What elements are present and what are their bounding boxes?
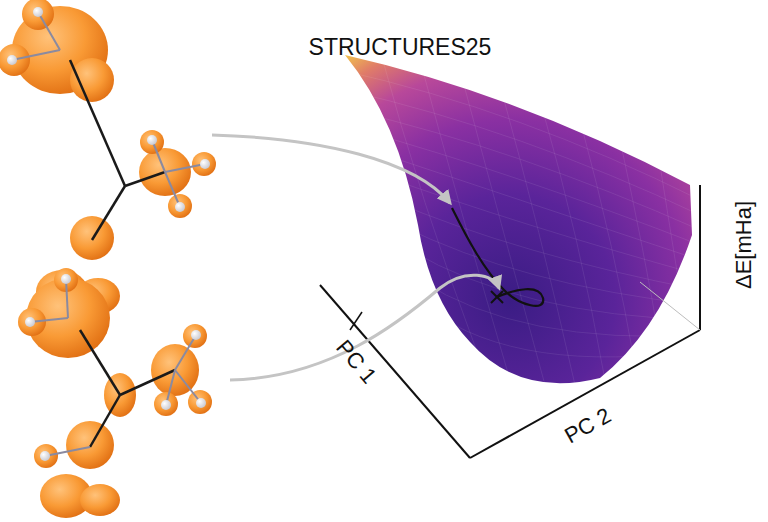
surface-mesh: [340, 50, 700, 385]
energy-surface: [345, 55, 692, 383]
axis-label: PC 2: [561, 404, 616, 449]
axis-line: [699, 185, 701, 330]
axis-line: [640, 282, 700, 330]
pointer-arrow: [212, 135, 450, 203]
title: STRUCTURES25: [309, 35, 492, 60]
axis-line: [470, 330, 700, 458]
axis-label: PC 1: [331, 335, 381, 388]
molecule-initial: [0, 0, 216, 314]
axis-tick: [350, 312, 362, 330]
axis-line: [320, 285, 470, 458]
optimization-path: [452, 208, 543, 306]
molecule-optimized: [18, 268, 212, 518]
minimum-marker: [491, 291, 503, 303]
axis-label: ΔE[mHa]: [732, 201, 756, 289]
